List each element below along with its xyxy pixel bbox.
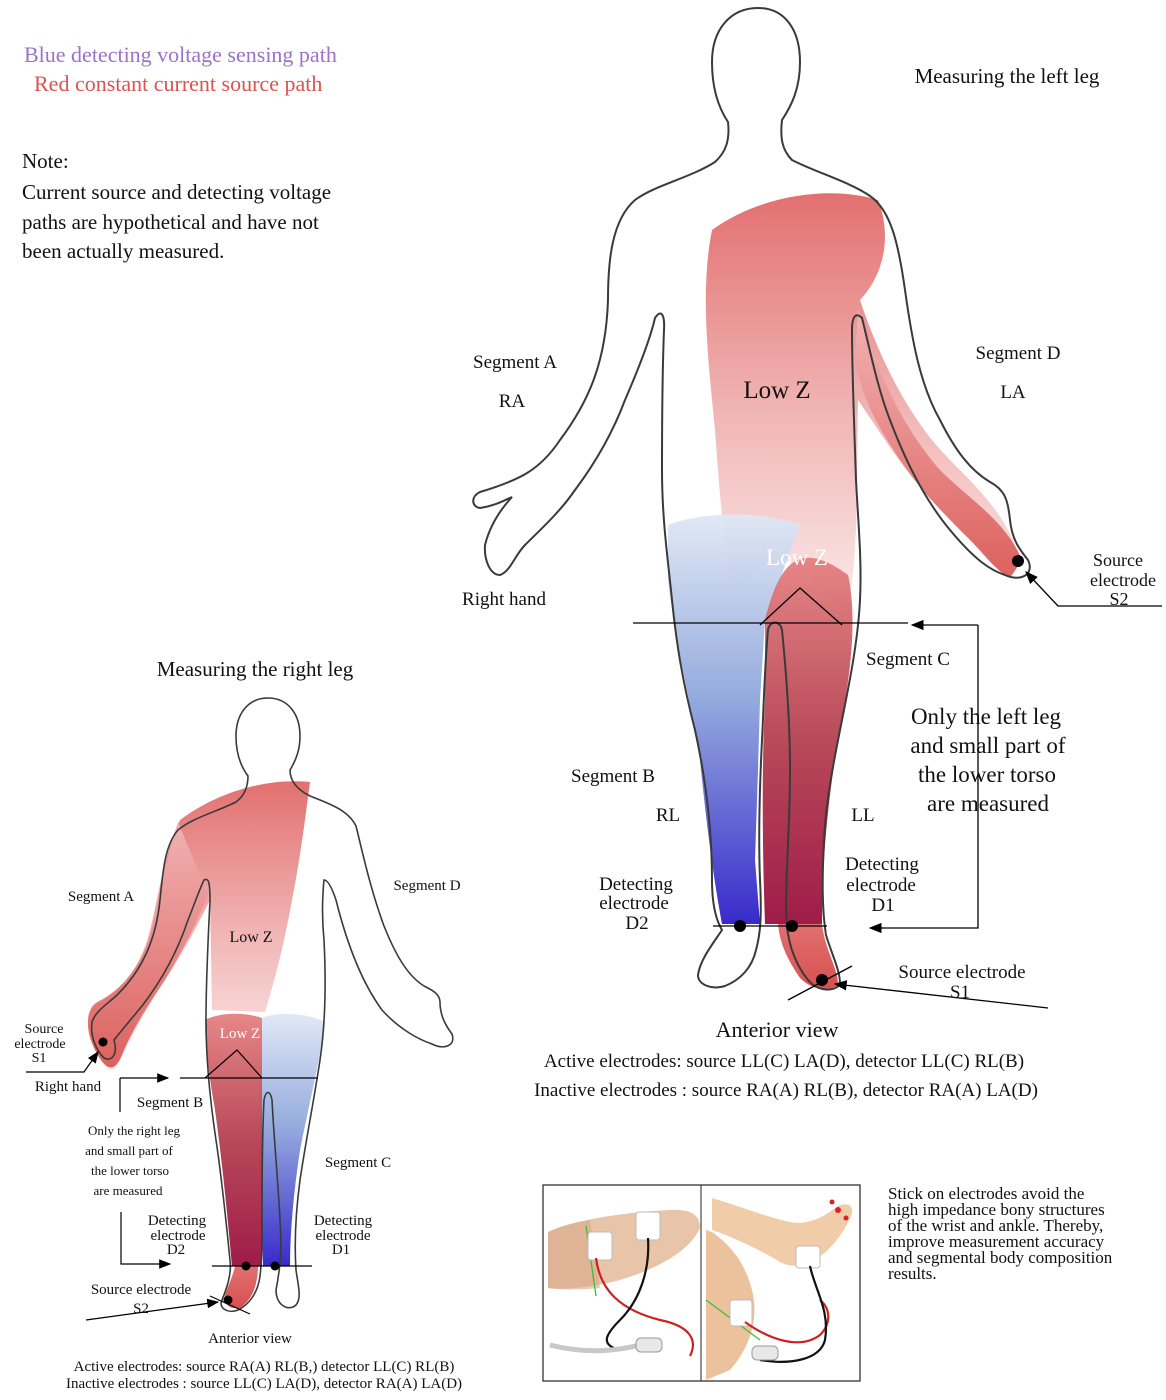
right-only-line-4: are measured (94, 1183, 163, 1198)
left-anterior-view: Anterior view (716, 1017, 839, 1042)
left-figure-electrode-d1 (786, 920, 798, 932)
left-only-line-4: are measured (927, 791, 1049, 816)
caption-line-6: results. (888, 1264, 937, 1283)
right-figure-electrode-d2 (242, 1262, 251, 1271)
left-rl-label: RL (656, 805, 680, 826)
left-detecting-d2-line-1: Detecting (599, 874, 673, 895)
right-segment-d: Segment D (393, 878, 460, 894)
right-figure-electrode-s2 (224, 1296, 233, 1305)
right-leg-title: Measuring the right leg (157, 657, 354, 681)
right-source-s2-line-1: Source electrode (91, 1282, 192, 1298)
left-detecting-d2-line-3: D2 (625, 913, 648, 934)
right-active-electrodes: Active electrodes: source RA(A) RL(B,) d… (74, 1359, 455, 1375)
right-detecting-d1-line-1: Detecting (314, 1213, 373, 1229)
left-low-z-2: Low Z (766, 545, 828, 570)
left-inactive-electrodes: Inactive electrodes : source RA(A) RL(B)… (534, 1080, 1038, 1101)
legend-blue-text: Blue detecting voltage sensing path (24, 42, 337, 67)
right-figure-red-leg (205, 1014, 262, 1266)
left-detecting-d1-line-3: D1 (871, 895, 894, 916)
right-only-line-1: Only the right leg (88, 1123, 181, 1138)
right-segment-b: Segment B (137, 1095, 203, 1111)
note-line-3: been actually measured. (22, 239, 224, 263)
right-figure-electrode-s1 (99, 1038, 108, 1047)
left-only-line-2: and small part of (910, 733, 1066, 758)
right-figure-red-arm (88, 822, 208, 1067)
left-segment-a: Segment A (473, 352, 557, 373)
left-only-line-3: the lower torso (918, 762, 1056, 787)
right-only-line-3: the lower torso (91, 1163, 169, 1178)
right-source-s1-line-1: Source (25, 1022, 64, 1037)
right-detecting-d1-line-3: D1 (332, 1242, 350, 1258)
right-leg-figure (26, 698, 453, 1320)
legend-red-text: Red constant current source path (34, 71, 322, 96)
left-source-s2-line-1: Source (1093, 550, 1143, 570)
left-active-electrodes: Active electrodes: source LL(C) LA(D), d… (544, 1051, 1024, 1072)
left-segment-d: Segment D (976, 343, 1061, 364)
right-low-z-1: Low Z (229, 929, 272, 946)
right-figure-electrode-d1 (271, 1262, 280, 1271)
right-anterior-view: Anterior view (208, 1331, 292, 1347)
left-figure-electrode-s1 (816, 974, 828, 986)
left-detecting-d1-line-2: electrode (846, 875, 916, 896)
left-ll-label: LL (851, 805, 874, 826)
right-source-s1-line-3: S1 (32, 1051, 47, 1066)
right-right-hand: Right hand (35, 1079, 102, 1095)
left-figure-red-leg (763, 558, 853, 924)
left-segment-b: Segment B (571, 766, 655, 787)
right-source-s1-line-2: electrode (14, 1037, 65, 1052)
left-source-s1-line-2: S1 (950, 982, 970, 1003)
note-line-2: paths are hypothetical and have not (22, 210, 319, 234)
left-detecting-d1-line-1: Detecting (845, 854, 919, 875)
left-source-s2-line-3: S2 (1109, 589, 1128, 609)
left-leg-title: Measuring the left leg (915, 64, 1100, 88)
right-segment-c: Segment C (325, 1155, 391, 1171)
left-source-s1-line-1: Source electrode (898, 962, 1025, 983)
note-line-1: Current source and detecting voltage (22, 180, 331, 204)
note-heading: Note: (22, 149, 69, 173)
right-detecting-d2-line-3: D2 (167, 1242, 185, 1258)
left-low-z-1: Low Z (743, 377, 810, 404)
right-only-line-2: and small part of (85, 1143, 173, 1158)
left-right-hand: Right hand (462, 589, 546, 610)
left-source-s2-line-2: electrode (1090, 570, 1156, 590)
left-leg-figure (473, 8, 1162, 1008)
right-source-s2-line-2: S2 (133, 1301, 149, 1317)
left-la-label: LA (1000, 382, 1026, 403)
left-segment-c: Segment C (866, 649, 950, 670)
right-detecting-d2-line-1: Detecting (148, 1213, 207, 1229)
right-figure-s2-arrow (86, 1302, 218, 1320)
right-low-z-2: Low Z (220, 1026, 260, 1042)
right-inactive-electrodes: Inactive electrodes : source LL(C) LA(D)… (66, 1376, 462, 1392)
left-ra-label: RA (499, 391, 526, 412)
left-figure-electrode-s2 (1012, 555, 1024, 567)
left-figure-electrode-d2 (734, 920, 746, 932)
electrode-photo-panel (543, 1185, 860, 1381)
left-figure-s1-arrow (835, 984, 1048, 1008)
left-detecting-d2-line-2: electrode (599, 893, 669, 914)
right-segment-a: Segment A (68, 889, 134, 905)
left-only-line-1: Only the left leg (911, 704, 1062, 729)
